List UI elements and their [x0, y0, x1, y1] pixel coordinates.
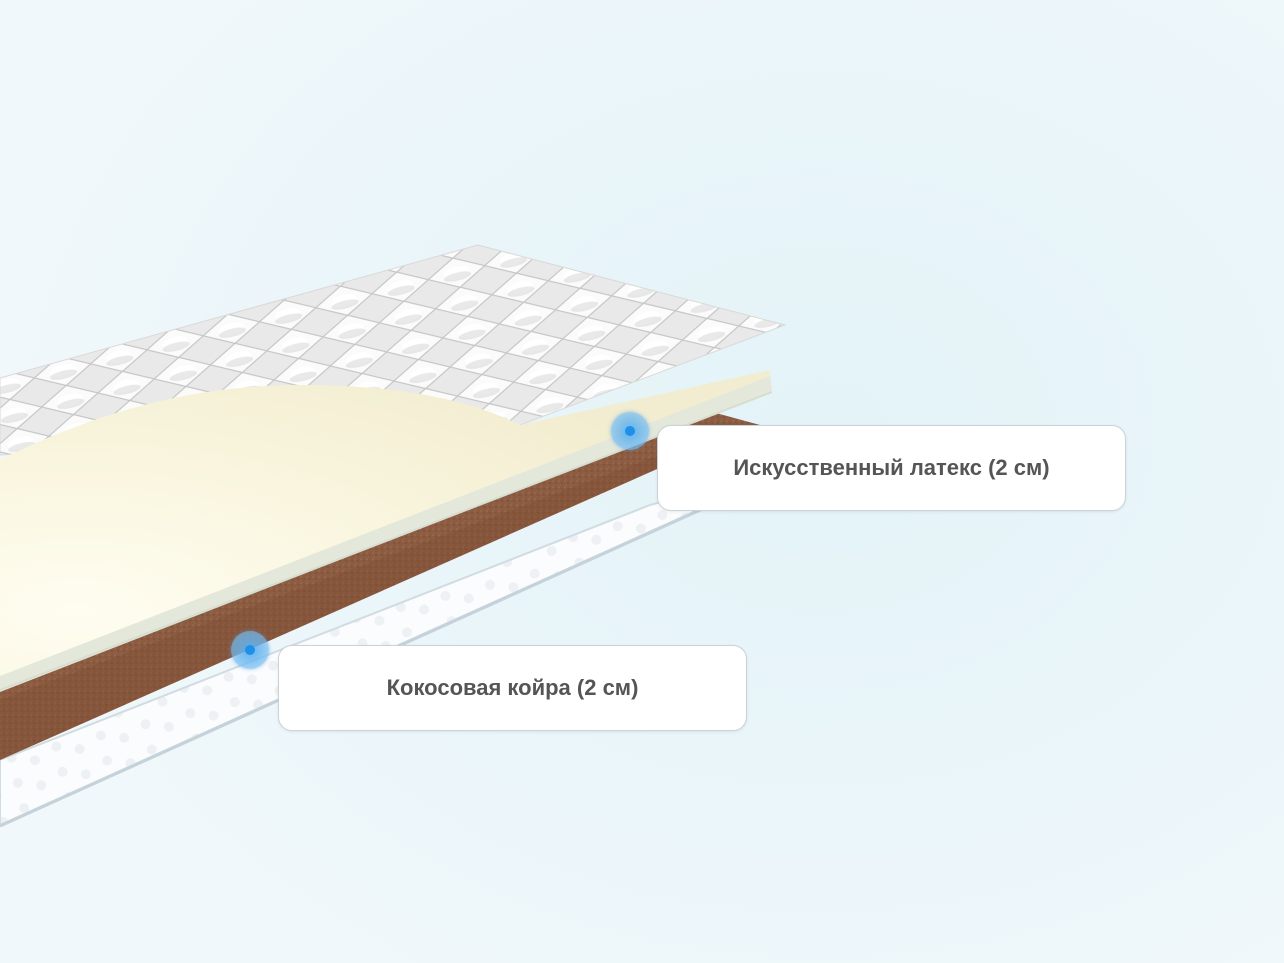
latex-label-text: Искусственный латекс (2 см) [733, 455, 1050, 480]
latex-hotspot[interactable] [611, 412, 649, 450]
coconut-coir-layer [0, 410, 760, 760]
hotspot-dot-icon [625, 426, 635, 436]
latex-label-callout[interactable]: Искусственный латекс (2 см) [657, 425, 1126, 511]
coir-hotspot[interactable] [231, 631, 269, 669]
artificial-latex-layer [0, 370, 773, 692]
coir-label-callout[interactable]: Кокосовая койра (2 см) [278, 645, 747, 731]
hotspot-dot-icon [245, 645, 255, 655]
coir-label-text: Кокосовая койра (2 см) [386, 675, 639, 700]
